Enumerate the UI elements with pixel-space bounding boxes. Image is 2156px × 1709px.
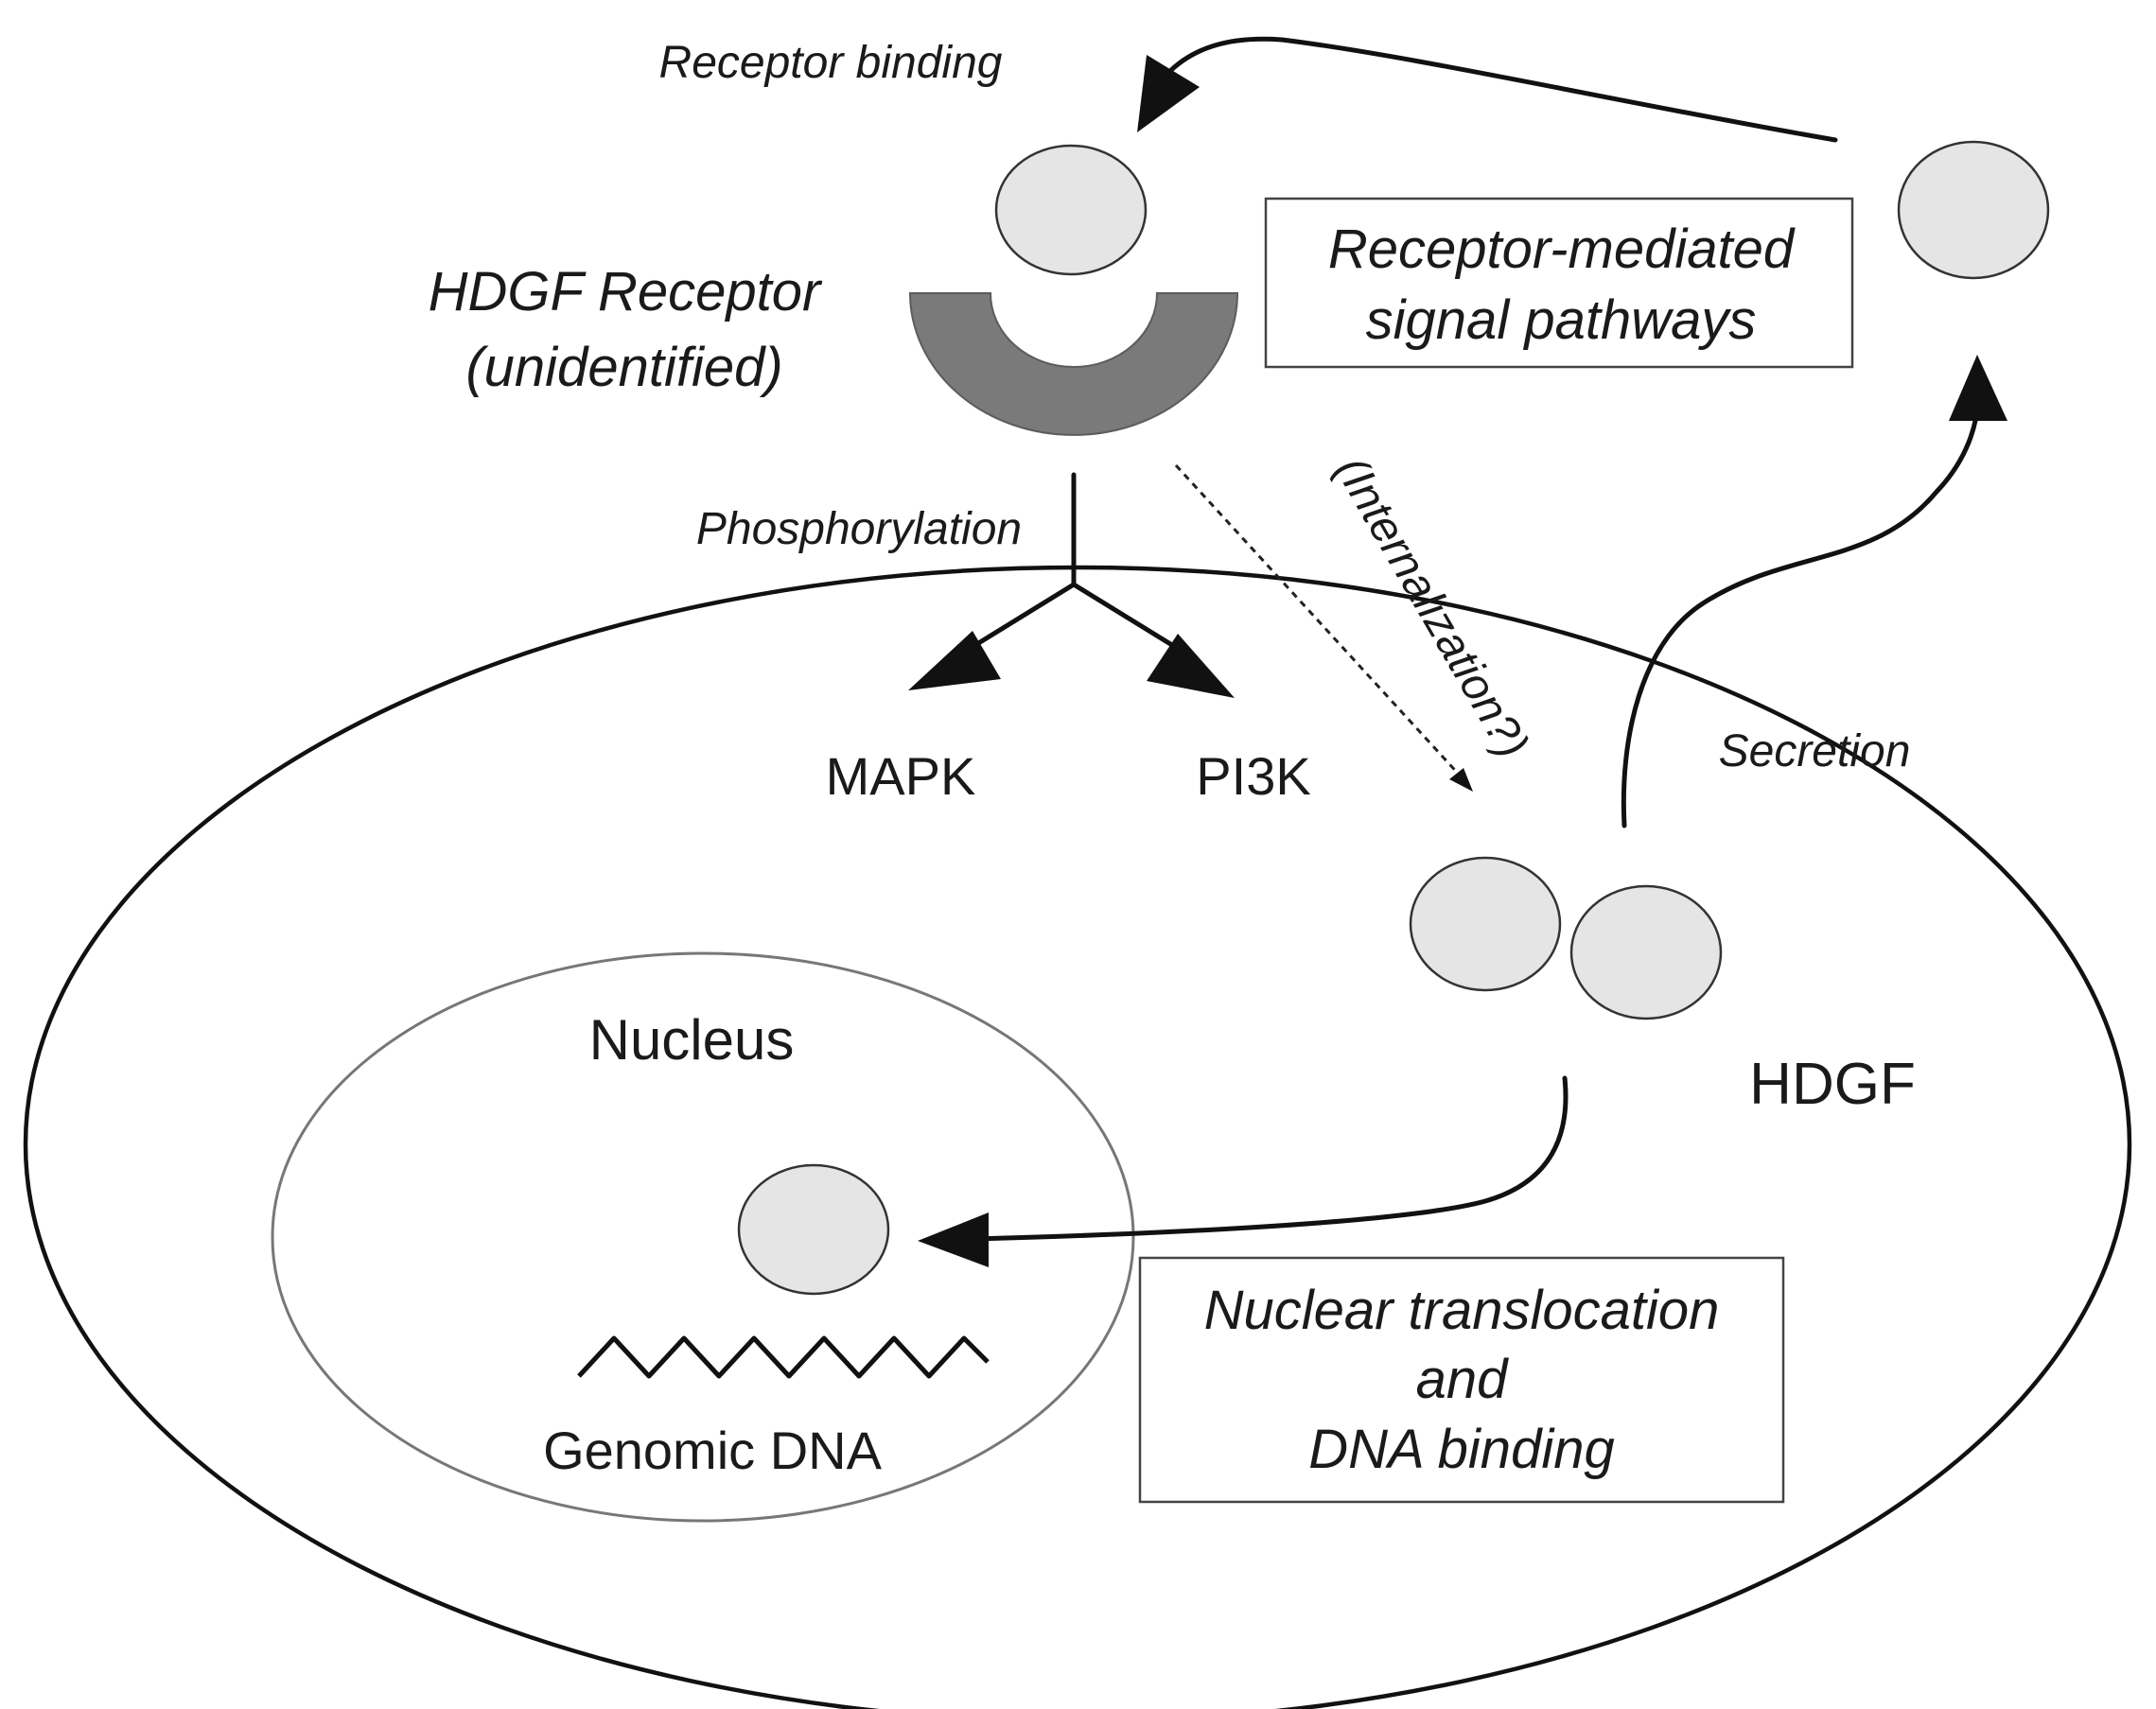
hdgf-protein-cytoplasm-1 bbox=[1409, 856, 1562, 992]
nuclear-translocation-line2: and bbox=[1416, 1349, 1510, 1410]
receptor-name-label: HDGF Receptor bbox=[429, 261, 823, 323]
nucleus-envelope bbox=[271, 951, 1135, 1523]
internalization-arrow bbox=[1174, 463, 1464, 779]
nuclear-translocation-arrow bbox=[972, 1075, 1569, 1242]
hdgf-label: HDGF bbox=[1749, 1052, 1916, 1117]
genomic-dna-wave bbox=[577, 1335, 990, 1379]
hdgf-receptor bbox=[908, 292, 1239, 436]
hdgf-protein-extracellular bbox=[1897, 140, 2050, 280]
internalization-label: (Internalization?) bbox=[1325, 448, 1538, 766]
receptor-binding-label: Receptor binding bbox=[659, 38, 1003, 88]
internalization-arrowhead bbox=[1449, 768, 1473, 792]
receptor-pathways-box bbox=[1264, 197, 1854, 369]
receptor-binding-arrowhead bbox=[1137, 55, 1200, 132]
nucleus-label: Nucleus bbox=[589, 1008, 795, 1072]
receptor-binding-arrow bbox=[1163, 36, 1838, 143]
pi3k-arrowhead bbox=[1147, 634, 1235, 698]
mapk-arrowhead bbox=[908, 631, 1001, 690]
secretion-label: Secretion bbox=[1719, 726, 1911, 776]
receptor-pathways-line2: signal pathways bbox=[1366, 289, 1757, 351]
receptor-status-label: (unidentified) bbox=[465, 337, 782, 398]
receptor-pathways-line1: Receptor-mediated bbox=[1328, 218, 1796, 280]
nuclear-translocation-arrowhead bbox=[918, 1212, 989, 1267]
pi3k-label: PI3K bbox=[1196, 746, 1310, 806]
mapk-label: MAPK bbox=[826, 746, 976, 806]
cell-membrane bbox=[24, 565, 2131, 1709]
nuclear-translocation-box bbox=[1138, 1256, 1785, 1504]
hdgf-protein-bound bbox=[994, 144, 1148, 276]
phosphorylation-label: Phosphorylation bbox=[696, 504, 1022, 554]
secretion-arrowhead bbox=[1949, 355, 2007, 421]
genomic-dna-label: Genomic DNA bbox=[543, 1421, 883, 1480]
nuclear-translocation-line1: Nuclear translocation bbox=[1204, 1280, 1720, 1341]
hdgf-protein-cytoplasm-2 bbox=[1569, 884, 1723, 1020]
hdgf-protein-nuclear bbox=[737, 1163, 890, 1296]
nuclear-translocation-line3: DNA binding bbox=[1308, 1419, 1614, 1480]
secretion-arrow bbox=[1621, 394, 1982, 828]
